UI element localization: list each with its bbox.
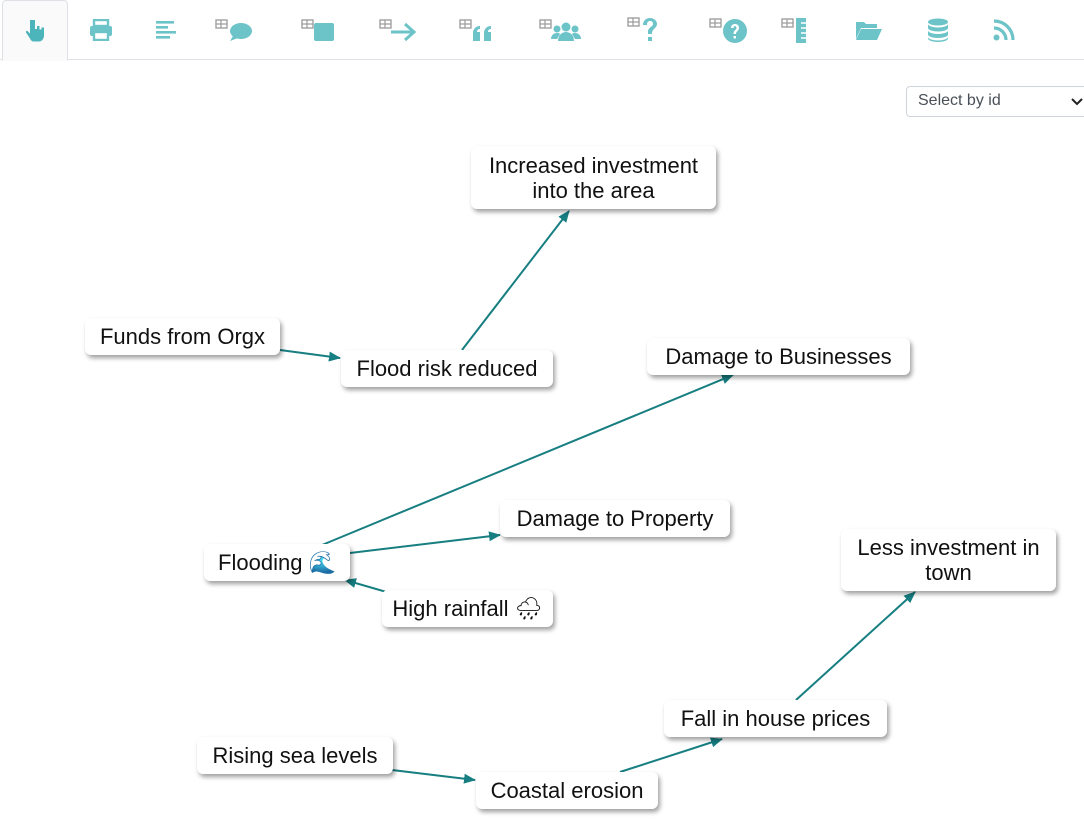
node-flooding[interactable]: Flooding 🌊 [204,544,350,581]
tab-interact[interactable] [2,0,68,61]
table-ruler-icon [781,18,806,43]
folder-open-icon [856,22,882,40]
tab-table-question-circle[interactable] [696,0,762,60]
table-users-icon [539,19,581,41]
node-increased-investment[interactable]: Increased investment into the area [471,146,716,209]
printer-icon [90,19,112,41]
select-by-id-dropdown[interactable]: Select by id [906,86,1084,117]
table-square-icon [301,19,334,41]
tab-print[interactable] [68,0,134,60]
node-label: Flood risk reduced [356,356,538,381]
node-damage-to-property[interactable]: Damage to Property [500,500,730,537]
tab-open[interactable] [836,0,902,60]
tab-table-arrow[interactable] [366,0,432,60]
node-label: High rainfall 🌧 [392,596,543,621]
edge-rainfall-to-flooding[interactable] [344,578,391,594]
hand-pointer-icon [25,19,44,41]
edge-funds-to-flood-risk[interactable] [279,349,341,362]
node-less-investment[interactable]: Less investment in town [841,529,1056,591]
node-label: Increased investment into the area [488,152,699,203]
database-icon [928,18,948,42]
table-question-icon [627,17,657,41]
node-label: Rising sea levels [212,743,378,768]
node-fall-in-house-prices[interactable]: Fall in house prices [664,700,887,737]
table-comment-icon [215,19,252,41]
node-flood-risk-reduced[interactable]: Flood risk reduced [341,350,553,387]
node-label: Damage to Businesses [665,344,892,369]
node-rising-sea-levels[interactable]: Rising sea levels [197,737,393,774]
select-label: Select by id [918,92,1001,109]
node-high-rainfall[interactable]: High rainfall 🌧 [382,590,553,627]
node-label: Damage to Property [516,506,714,531]
node-label: Funds from Orgx [99,324,266,349]
node-funds-from-orgx[interactable]: Funds from Orgx [85,318,280,355]
node-label: Flooding 🌊 [218,550,336,575]
node-label: Coastal erosion [490,778,644,803]
tab-table-users[interactable] [528,0,594,60]
node-label: Less investment in town [857,535,1040,585]
edge-erosion-to-house-prices[interactable] [619,737,723,773]
node-damage-to-businesses[interactable]: Damage to Businesses [647,338,910,375]
table-quote-icon [459,19,491,41]
edge-sea-to-erosion[interactable] [391,769,476,784]
tab-table-square[interactable] [286,0,352,60]
table-question-circle-icon [709,18,747,43]
tab-table-ruler[interactable] [766,0,832,60]
toolbar [0,0,1084,61]
chevron-down-icon [1071,98,1083,106]
tab-feed[interactable] [971,0,1037,60]
tab-table-comment[interactable] [202,0,268,60]
edge-flooding-to-businesses[interactable] [321,374,734,546]
align-left-icon [156,21,176,39]
tab-text[interactable] [134,0,200,60]
edge-flooding-to-property[interactable] [349,531,501,554]
node-label: Fall in house prices [680,706,871,731]
edge-flood-risk-to-investment[interactable] [461,210,570,351]
tab-table-question[interactable] [612,0,678,60]
edge-house-prices-to-investment[interactable] [795,591,916,701]
tab-table-quote[interactable] [446,0,512,60]
tab-database[interactable] [905,0,971,60]
node-coastal-erosion[interactable]: Coastal erosion [476,772,658,809]
rss-icon [993,19,1015,41]
table-arrow-right-icon [379,19,417,42]
